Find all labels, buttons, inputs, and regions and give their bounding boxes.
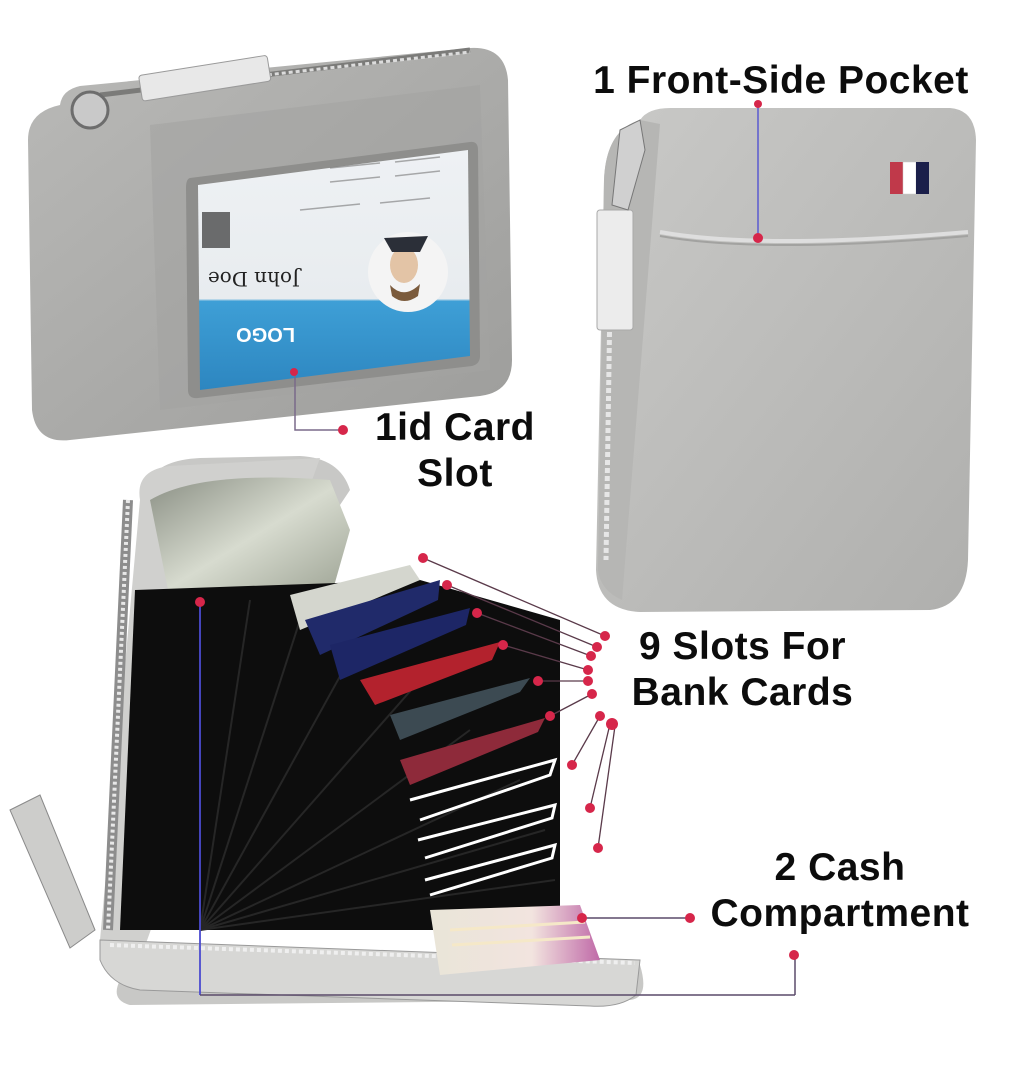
cash-notes	[430, 905, 600, 975]
id-card: John Doe LOGO	[202, 156, 448, 345]
label-line: Bank Cards	[631, 671, 854, 715]
label-line: 2 Cash	[774, 846, 906, 889]
label-line: 1 Front-Side Pocket	[593, 59, 969, 102]
wallet-open-accordion	[9, 456, 799, 1007]
label-line: Slot	[417, 452, 493, 496]
label-line: Compartment	[710, 892, 970, 936]
wallet-front-id-window: John Doe LOGO	[28, 47, 512, 441]
label-front-side-pocket: 1 Front-Side Pocket	[575, 58, 987, 104]
label-line: 1id Card	[374, 406, 536, 449]
bank-cards	[290, 565, 558, 897]
bank-card-callout-lines	[422, 557, 616, 849]
id-card-name: John Doe	[208, 267, 302, 291]
label-line: 9 Slots For	[638, 625, 847, 668]
label-bank-card-slots: 9 Slots For Bank Cards	[615, 624, 870, 716]
flag-badge	[890, 161, 929, 195]
id-card-logo: LOGO	[236, 323, 295, 345]
label-id-card-slot: 1id Card Slot	[355, 405, 555, 497]
label-cash-compartment: 2 Cash Compartment	[690, 845, 990, 937]
wallet-back-pocket	[596, 100, 976, 612]
